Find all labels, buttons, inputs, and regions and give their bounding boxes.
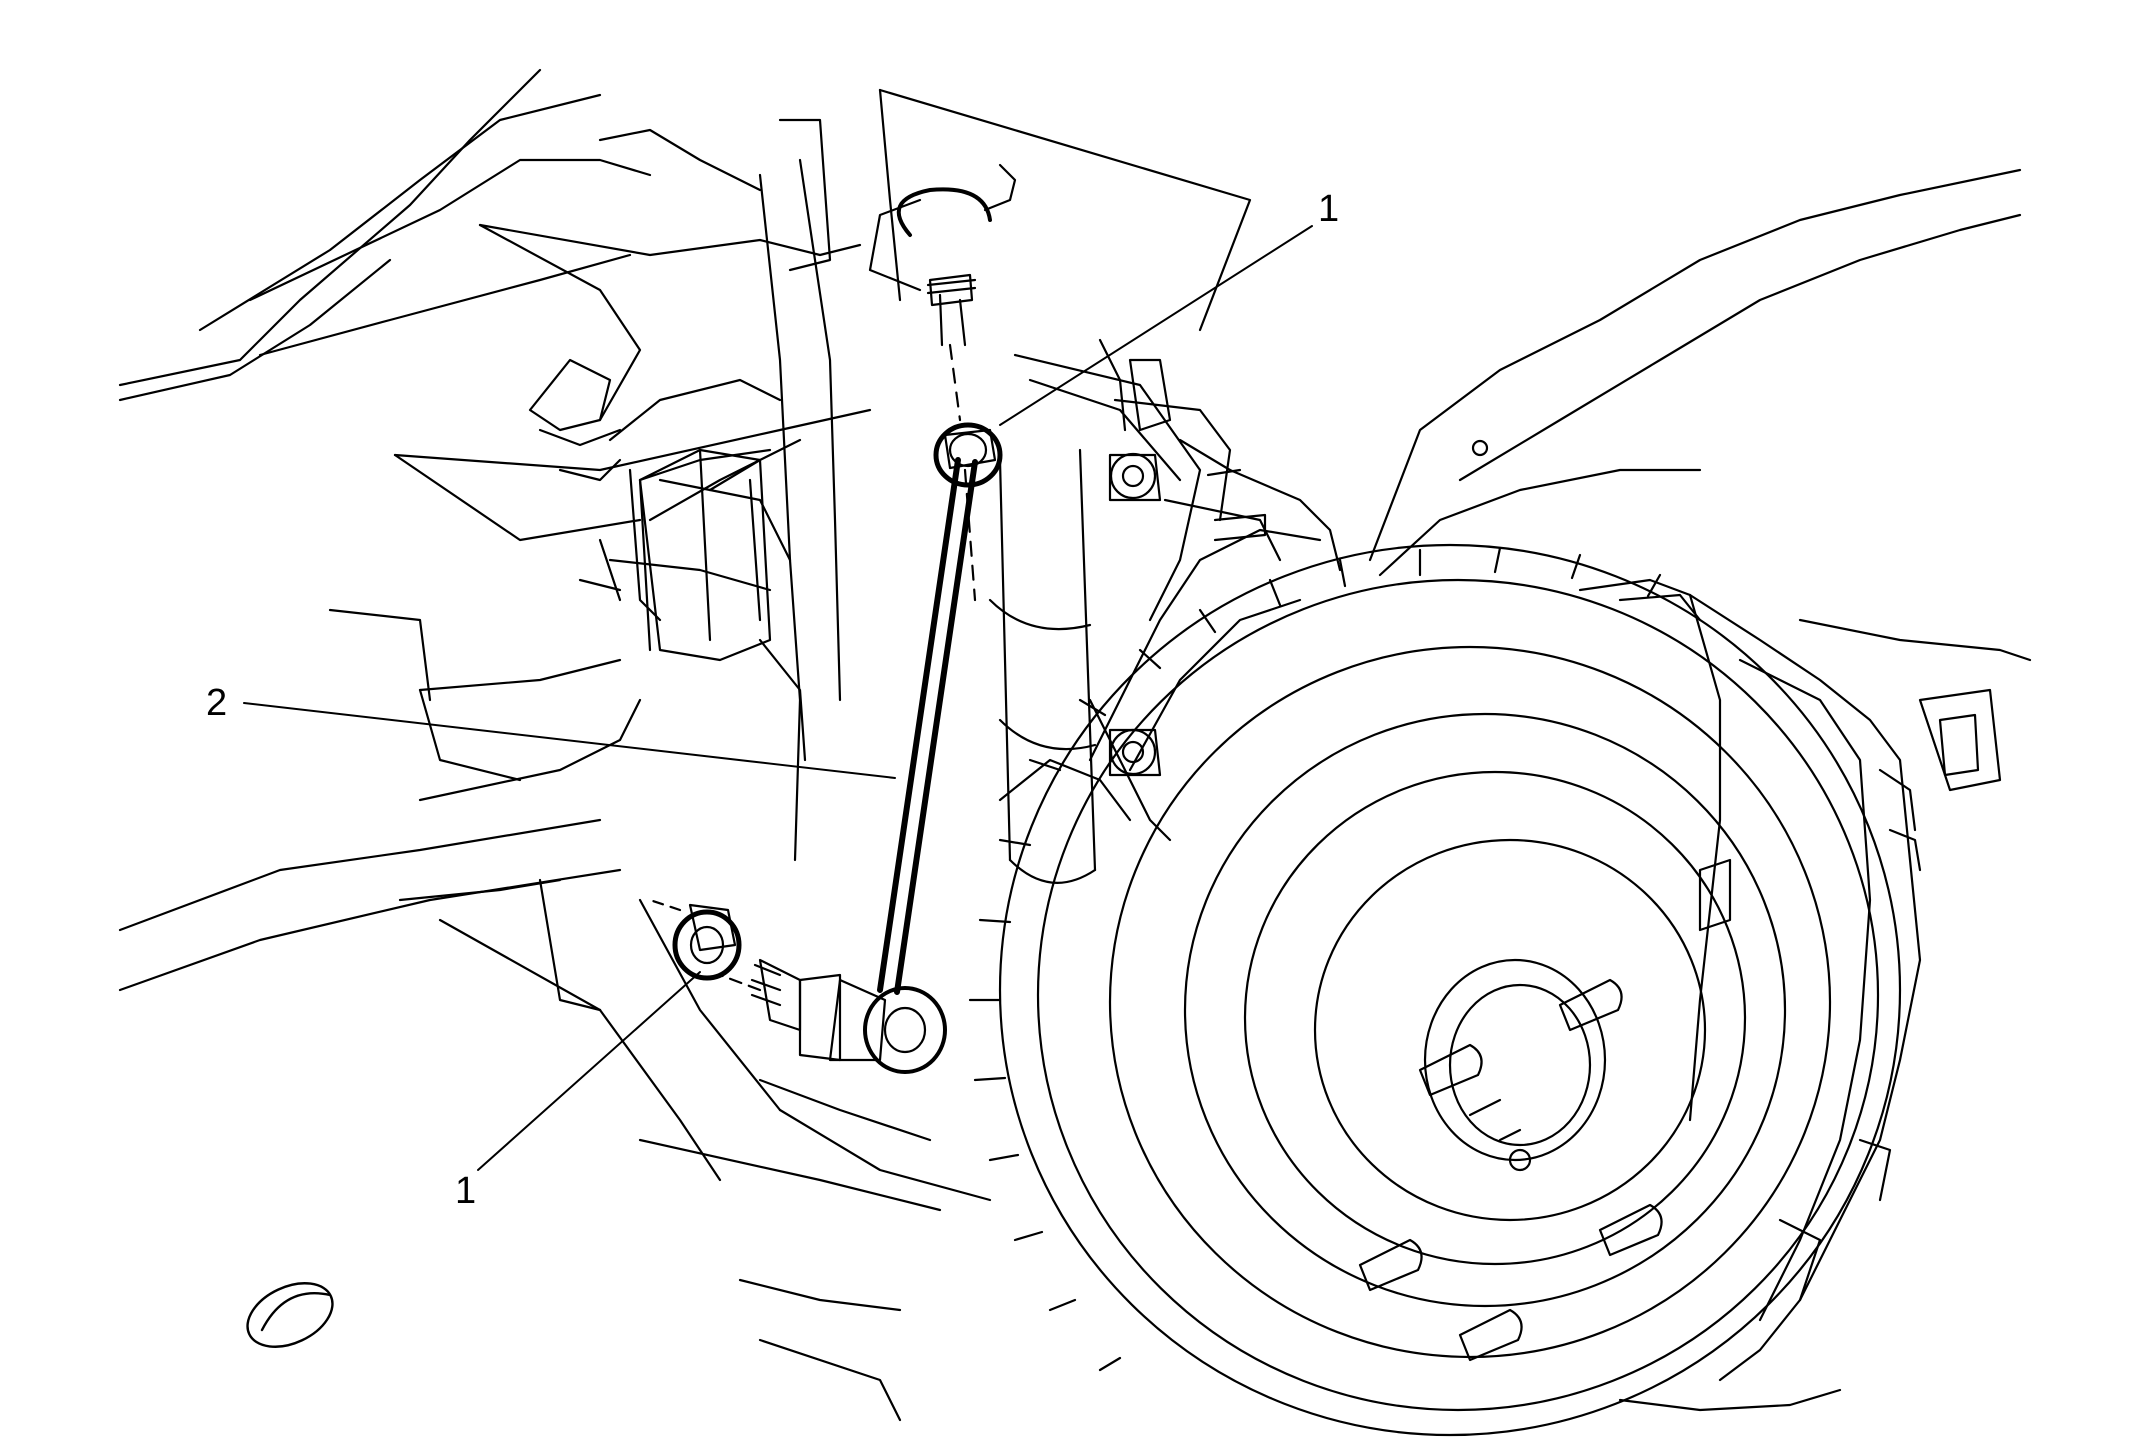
brake-rotor	[968, 543, 1902, 1437]
strut-assembly	[988, 338, 1267, 884]
wheel-studs	[1358, 978, 1663, 1362]
brake-caliper	[1578, 578, 1922, 1412]
upper-link-nut	[933, 422, 1003, 488]
view-orientation-icon	[246, 1282, 334, 1348]
subframe	[328, 88, 1252, 1422]
bushing-block	[528, 358, 772, 662]
vehicle-body-outline	[118, 68, 2032, 992]
steering-knuckle	[998, 353, 1342, 842]
callout-label-1-lower-nut: 1	[455, 1170, 477, 1212]
lower-link-nut	[648, 898, 742, 981]
leader-lines	[243, 225, 1313, 1171]
stabilizer-link	[868, 163, 1017, 995]
callout-label-2-stabilizer-link: 2	[206, 682, 228, 724]
callout-label-1-upper-nut: 1	[1318, 188, 1340, 230]
lower-link-end	[718, 958, 947, 1074]
